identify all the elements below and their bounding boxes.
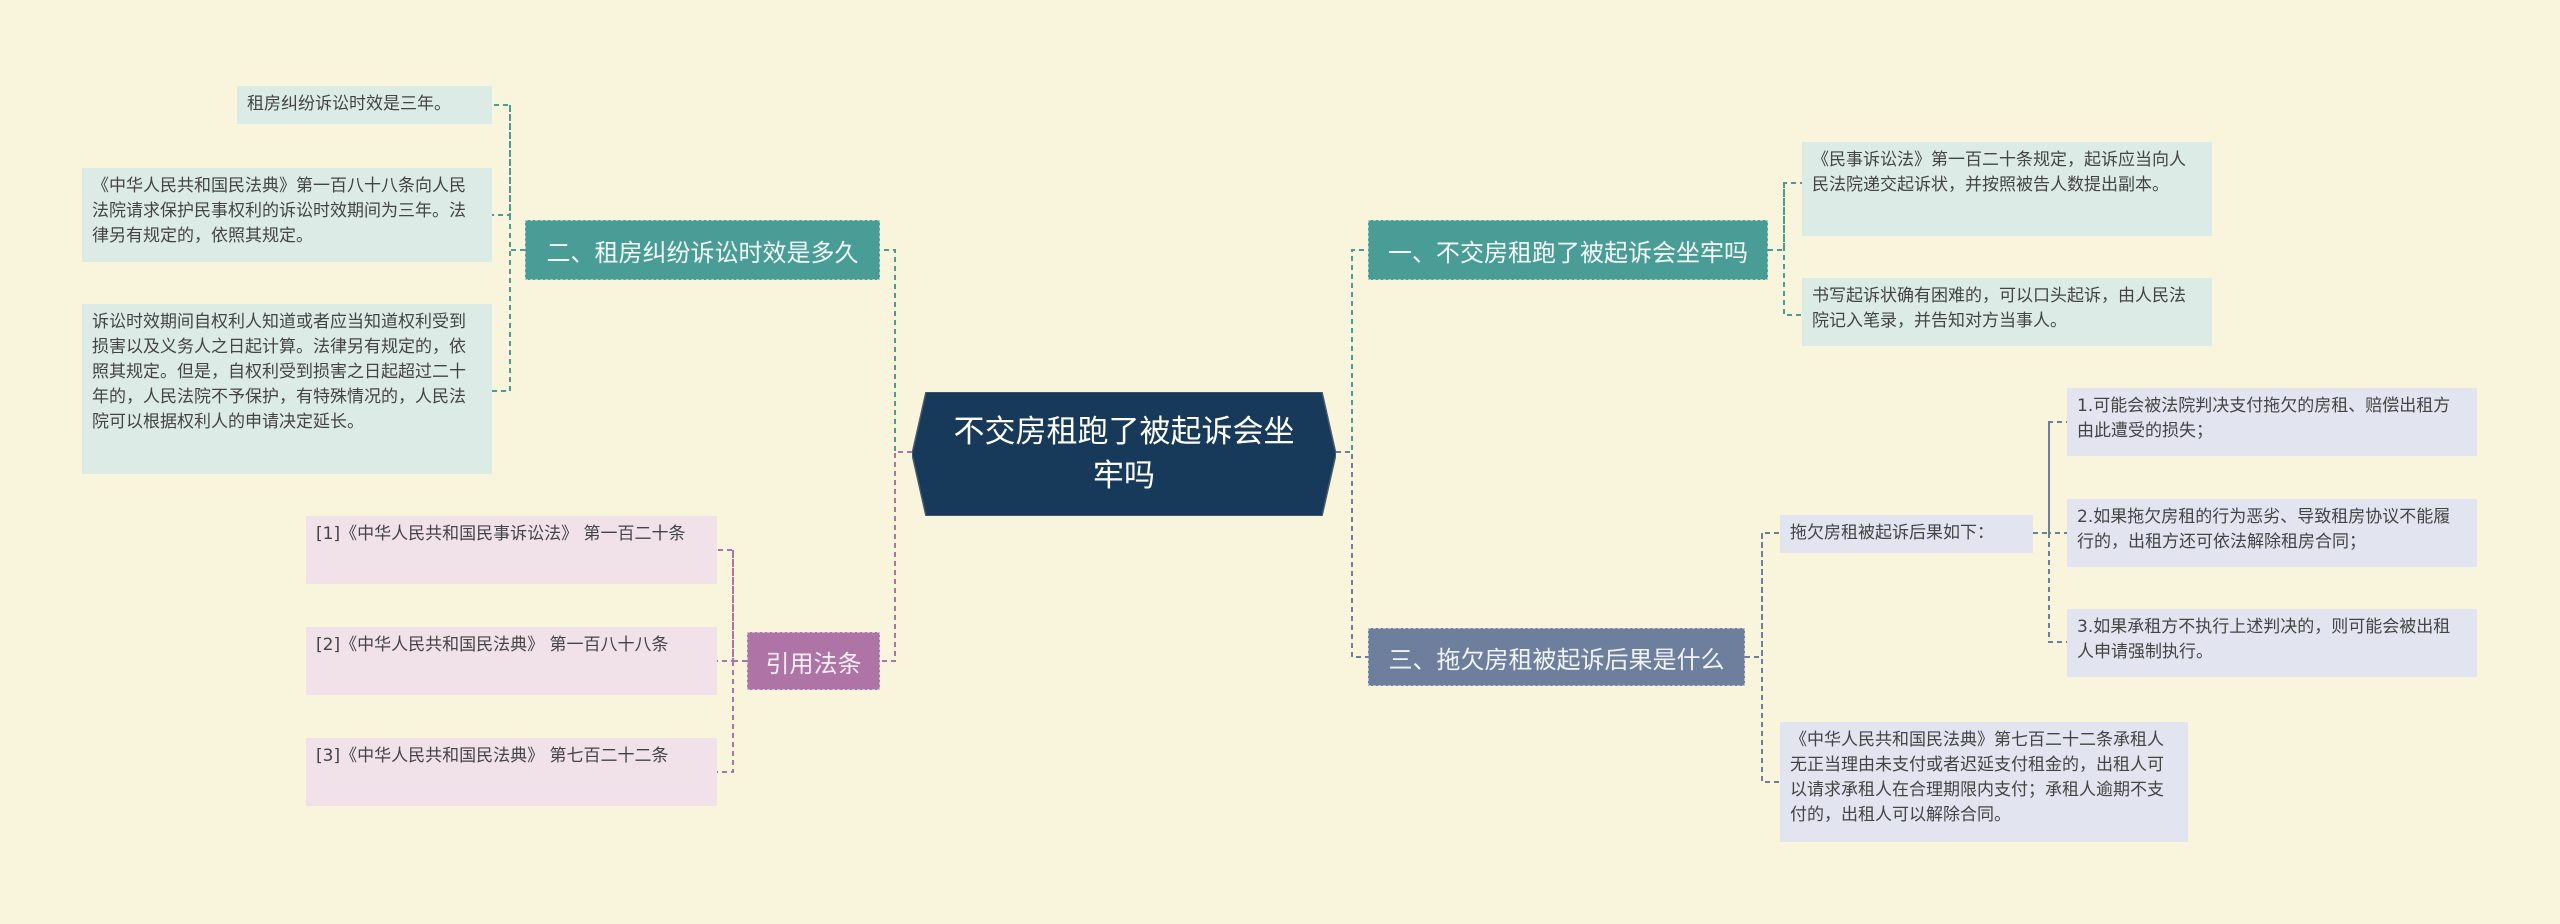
link-root-branch2 <box>880 249 912 453</box>
root-node[interactable]: 不交房租跑了被起诉会坐牢吗 <box>912 392 1336 516</box>
branch-statute-of-limitations[interactable]: 二、租房纠纷诉讼时效是多久 <box>525 220 880 280</box>
citation-item-1: [1]《中华人民共和国民事诉讼法》 第一百二十条 <box>306 516 717 584</box>
root-shape <box>912 392 1336 516</box>
link-branch1-leaves <box>1768 182 1802 316</box>
statute-leaf-2: 《中华人民共和国民法典》第一百八十八条向人民法院请求保护民事权利的诉讼时效期间为… <box>82 168 492 262</box>
statute-leaf-3: 诉讼时效期间自权利人知道或者应当知道权利受到损害以及义务人之日起计算。法律另有规… <box>82 304 492 474</box>
link-branch3-leaves <box>1745 532 1780 783</box>
consequences-sub-label: 拖欠房租被起诉后果如下： <box>1780 515 2033 553</box>
statute-leaf-1: 租房纠纷诉讼时效是三年。 <box>237 86 492 124</box>
root-title: 不交房租跑了被起诉会坐牢吗 <box>953 414 1295 494</box>
link-root-citations <box>880 451 912 662</box>
civil-code-722-leaf: 《中华人民共和国民法典》第七百二十二条承租人无正当理由未支付或者迟延支付租金的，… <box>1780 722 2188 842</box>
branch-citations[interactable]: 引用法条 <box>747 632 880 690</box>
link-sublabel-consequences <box>2033 421 2067 643</box>
branch-consequences-label: 三、拖欠房租被起诉后果是什么 <box>1388 645 1725 674</box>
branch-will-be-jailed[interactable]: 一、不交房租跑了被起诉会坐牢吗 <box>1368 220 1768 280</box>
link-branch2-leaves <box>492 104 525 392</box>
branch-will-be-jailed-label: 一、不交房租跑了被起诉会坐牢吗 <box>1388 238 1748 267</box>
procedure-leaf-1: 《民事诉讼法》第一百二十条规定，起诉应当向人民法院递交起诉状，并按照被告人数提出… <box>1802 142 2212 236</box>
citation-item-3: [3]《中华人民共和国民法典》 第七百二十二条 <box>306 738 717 806</box>
branch-consequences[interactable]: 三、拖欠房租被起诉后果是什么 <box>1368 628 1745 686</box>
branch-citations-label: 引用法条 <box>765 649 862 678</box>
consequence-item-2: 2.如果拖欠房租的行为恶劣、导致租房协议不能履行的，出租方还可依法解除租房合同； <box>2067 499 2477 567</box>
procedure-leaf-2: 书写起诉状确有困难的，可以口头起诉，由人民法院记入笔录，并告知对方当事人。 <box>1802 278 2212 346</box>
consequence-item-1: 1.可能会被法院判决支付拖欠的房租、赔偿出租方由此遭受的损失； <box>2067 388 2477 456</box>
link-root-branch1 <box>1336 249 1368 453</box>
link-citations-leaves <box>717 549 747 773</box>
citation-item-2: [2]《中华人民共和国民法典》 第一百八十八条 <box>306 627 717 695</box>
branch-statute-of-limitations-label: 二、租房纠纷诉讼时效是多久 <box>546 238 859 267</box>
link-root-branch3 <box>1336 451 1368 658</box>
consequence-item-3: 3.如果承租方不执行上述判决的，则可能会被出租人申请强制执行。 <box>2067 609 2477 677</box>
